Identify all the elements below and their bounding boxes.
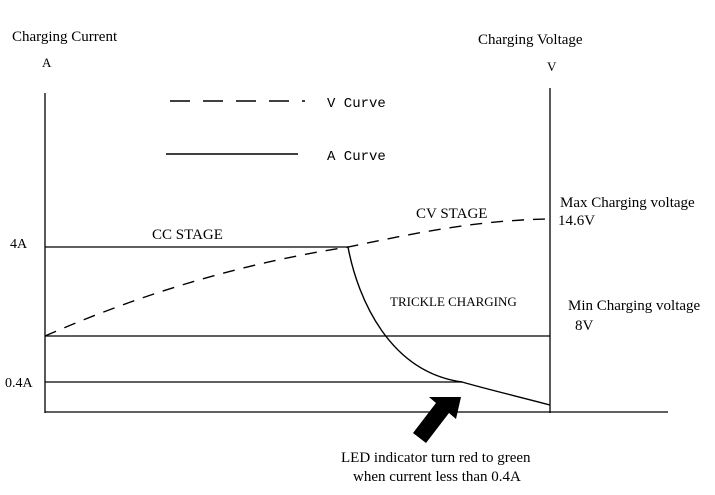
legend-v-curve-label: V Curve [327,96,386,112]
cv-stage-label: CV STAGE [416,206,487,222]
max-voltage-value: 14.6V [558,213,595,229]
min-voltage-value: 8V [575,318,594,334]
right-axis-unit: V [547,59,557,74]
trickle-charging-label: TRICKLE CHARGING [390,294,517,309]
right-axis-title: Charging Voltage [478,32,583,48]
arrow-icon [413,397,461,443]
left-axis-title: Charging Current [12,29,118,45]
voltage-curve [44,218,551,337]
note-line-2: when current less than 0.4A [353,469,521,485]
legend-a-curve-label: A Curve [327,149,386,165]
tick-0-4a: 0.4A [5,376,34,391]
tick-4a: 4A [10,237,28,252]
max-voltage-label: Max Charging voltage [560,195,695,211]
note-line-1: LED indicator turn red to green [341,450,531,466]
left-axis-unit: A [42,55,52,70]
current-curve [347,246,551,406]
min-voltage-label: Min Charging voltage [568,298,701,314]
cc-stage-label: CC STAGE [152,227,223,243]
